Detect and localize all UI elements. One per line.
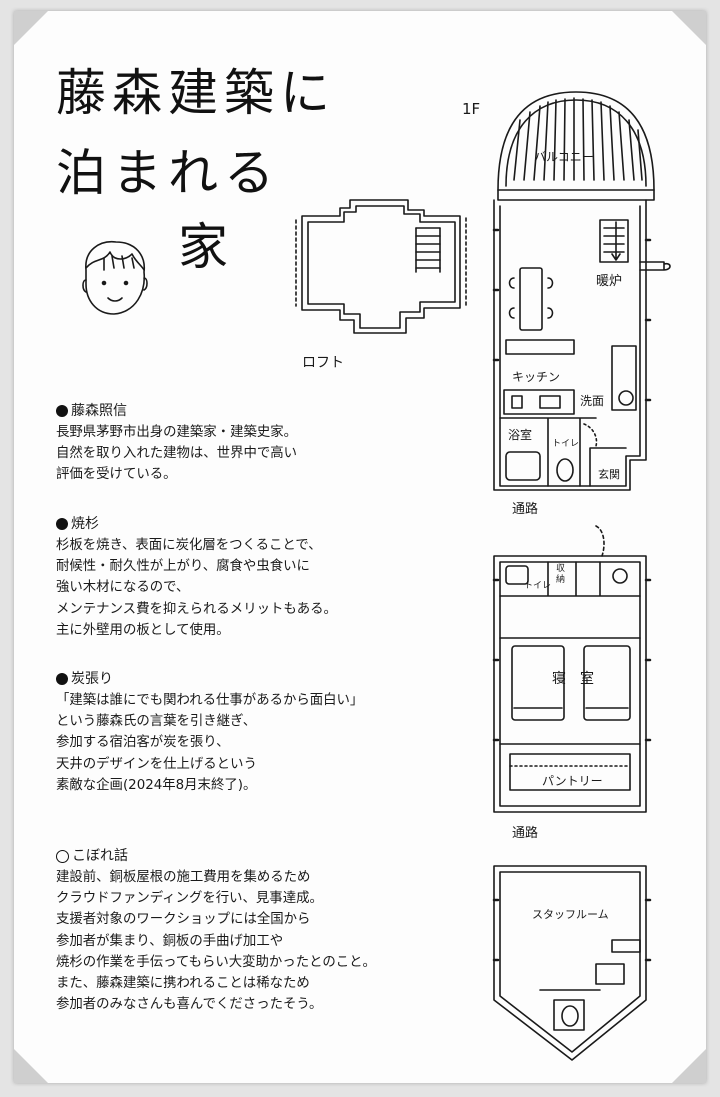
label-entrance: 玄関: [598, 468, 620, 481]
section-fujimori: 藤森照信 長野県茅野市出身の建築家・建築史家。 自然を取り入れた建物は、世界中で…: [56, 400, 476, 486]
section-line: 評価を受けている。: [56, 467, 177, 483]
section-line: 天井のデザインを仕上げるという: [56, 756, 257, 772]
avatar: [82, 241, 148, 315]
section-line: 焼杉の作業を手伝ってもらい大変助かったとのこと。: [56, 954, 376, 970]
section-line: 杉板を焼き、表面に炭化層をつくることで、: [56, 538, 322, 553]
bullet-circle-icon: [56, 849, 69, 863]
label-toilet-1f: トイレ: [552, 439, 580, 449]
section-sumibari: 炭張り 「建築は誰にでも関われる仕事があるから面白い」 という藤森氏の言葉を引き…: [56, 668, 476, 796]
photo-corner-top-right: [672, 11, 706, 45]
photo-corner-top-left: [14, 11, 48, 45]
floor-label-1f: 1F: [462, 100, 481, 118]
photo-corner-bottom-left: [14, 1049, 48, 1083]
bullet-dot-icon: [56, 518, 68, 530]
section-line: 主に外壁用の板として使用。: [56, 622, 230, 638]
section-heading: 藤森照信: [56, 400, 476, 422]
label-stove: 暖炉: [596, 274, 623, 289]
label-toilet-bedroom: トイレ: [524, 581, 552, 591]
label-staff-room: スタッフルーム: [532, 908, 609, 921]
label-washroom: 洗面: [580, 394, 605, 408]
corridor-dashed-line: [595, 525, 605, 557]
section-line: 参加する宿泊客が炭を張り、: [56, 735, 230, 751]
bullet-dot-icon: [56, 405, 68, 417]
section-line: メンテナンス費を抑えられるメリットもある。: [56, 601, 337, 617]
label-bedroom: 寝 室: [552, 671, 594, 687]
label-pantry: パントリー: [542, 774, 603, 788]
section-line: また、藤森建築に携われることは稀なため: [56, 976, 310, 992]
section-line: 「建築は誰にでも関われる仕事があるから面白い」: [56, 693, 364, 708]
label-storage: 収納: [556, 564, 566, 585]
section-line: 耐候性・耐久性が上がり、腐食や虫食いに: [56, 559, 310, 575]
section-line: 参加者のみなさんも喜んでくださったそう。: [56, 997, 323, 1013]
section-line: クラウドファンディングを行い、見事達成。: [56, 891, 323, 907]
section-koborebanashi: こぼれ話 建設前、銅板屋根の施工費用を集めるため クラウドファンディングを行い、…: [56, 845, 476, 1015]
photo-corner-bottom-right: [672, 1049, 706, 1083]
title-line-2: 泊まれる: [56, 144, 280, 202]
label-balcony: バルコニー: [534, 150, 594, 164]
bedroom-plan: [492, 555, 652, 813]
label-bath: 浴室: [508, 428, 533, 442]
label-loft: ロフト: [302, 355, 344, 371]
title-line-3: 家: [178, 218, 234, 276]
section-heading: こぼれ話: [56, 845, 476, 867]
staff-room-plan: [492, 865, 652, 1061]
label-kitchen: キッチン: [512, 370, 561, 384]
section-line: 支援者対象のワークショップには全国から: [56, 912, 311, 928]
title-line-1: 藤森建築に: [56, 64, 336, 122]
label-path-1: 通路: [512, 502, 539, 517]
section-heading: 焼杉: [56, 513, 476, 535]
section-line: 参加者が集まり、銅板の手曲げ加工や: [56, 933, 284, 949]
section-line: 素敵な企画(2024年8月末終了)。: [56, 777, 257, 793]
section-line: 建設前、銅板屋根の施工費用を集めるため: [56, 870, 311, 885]
bullet-dot-icon: [56, 673, 68, 685]
first-floor-plan: [492, 91, 671, 491]
section-line: という藤森氏の言葉を引き継ぎ、: [56, 714, 257, 730]
section-line: 強い木材になるので、: [56, 580, 190, 596]
section-heading: 炭張り: [56, 668, 476, 690]
label-path-2: 通路: [512, 826, 539, 841]
section-line: 自然を取り入れた建物は、世界中で高い: [56, 446, 298, 462]
section-yakisugi: 焼杉 杉板を焼き、表面に炭化層をつくることで、 耐候性・耐久性が上がり、腐食や虫…: [56, 513, 476, 641]
loft-plan: [295, 199, 467, 334]
section-line: 長野県茅野市出身の建築家・建築史家。: [56, 425, 298, 440]
